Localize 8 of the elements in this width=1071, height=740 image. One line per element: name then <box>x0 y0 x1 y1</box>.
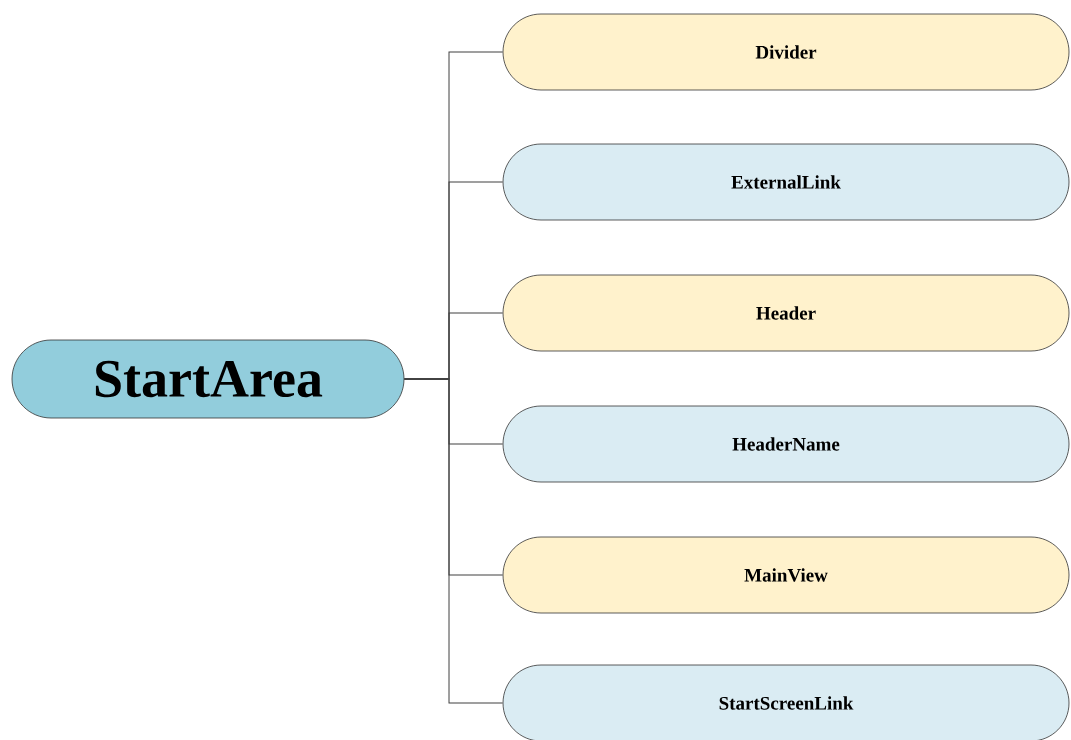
child-box: ExternalLink <box>502 143 1070 221</box>
root-box: StartArea <box>11 339 405 419</box>
child-box: HeaderName <box>502 405 1070 483</box>
child-box: Divider <box>502 13 1070 91</box>
connector <box>403 378 504 704</box>
child-box: Header <box>502 274 1070 352</box>
child-box: MainView <box>502 536 1070 614</box>
child-box: StartScreenLink <box>502 664 1070 740</box>
